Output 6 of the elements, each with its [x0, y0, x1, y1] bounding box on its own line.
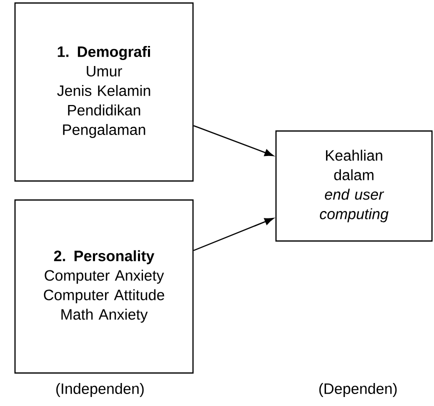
- arrow: [193, 125, 274, 156]
- text-box: 1. Demografi Umur Jenis Kelamin Pendidikan Pengalaman: [14, 2, 194, 182]
- column-label: (Dependen): [319, 383, 397, 397]
- text-box: 2. Personality Computer Anxiety Computer Attitude Math Anxiety: [14, 199, 194, 374]
- text-box: Keahlian dalam end user computing: [275, 130, 433, 242]
- arrow: [193, 218, 274, 252]
